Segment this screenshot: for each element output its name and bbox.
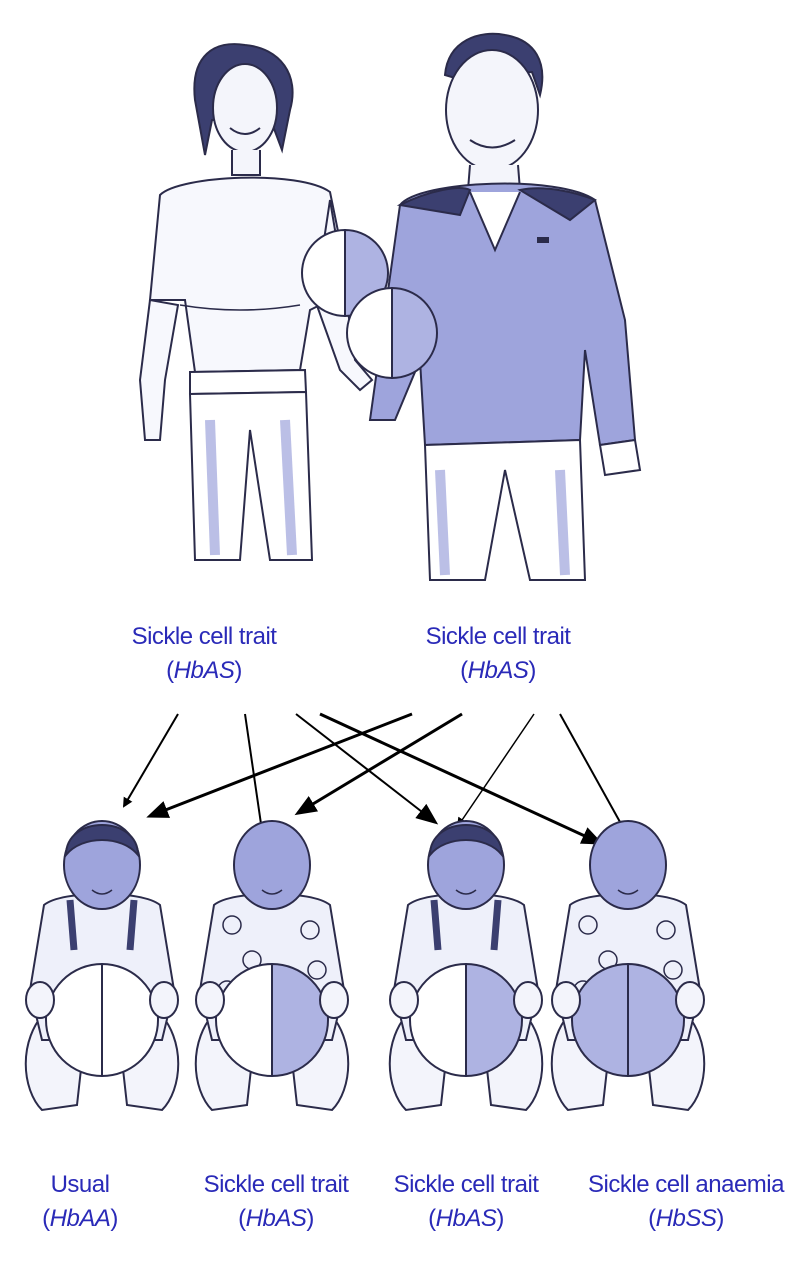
arrow-right-to-child1: [150, 714, 412, 816]
child4-trait: Sickle cell anaemia: [588, 1171, 784, 1198]
baby-2: [196, 821, 349, 1110]
child3-label: Sickle cell trait (HbAS): [368, 1168, 564, 1236]
child2-genotype: HbAS: [246, 1205, 307, 1232]
child3-trait: Sickle cell trait: [394, 1171, 539, 1198]
parent-left-label: Sickle cell trait (HbAS): [104, 620, 304, 688]
arrow-left-to-child3: [296, 714, 435, 822]
parent-left-trait: Sickle cell trait: [132, 623, 277, 650]
child4-genotype: HbSS: [656, 1205, 717, 1232]
child1-genotype: HbAA: [50, 1205, 111, 1232]
inheritance-arrows: [124, 714, 630, 872]
child2-trait: Sickle cell trait: [204, 1171, 349, 1198]
father-gene-circle: [347, 288, 437, 378]
parent-right-label: Sickle cell trait (HbAS): [398, 620, 598, 688]
child1-label: Usual (HbAA): [10, 1168, 150, 1236]
parent-right-trait: Sickle cell trait: [426, 623, 571, 650]
baby-4: [552, 821, 705, 1110]
arrow-right-to-child3: [458, 714, 534, 826]
child3-genotype: HbAS: [436, 1205, 497, 1232]
baby-1: [26, 821, 179, 1110]
parent-left-genotype: HbAS: [174, 657, 235, 684]
arrow-left-to-child1: [124, 714, 178, 806]
child1-trait: Usual: [51, 1171, 110, 1198]
child4-label: Sickle cell anaemia (HbSS): [568, 1168, 804, 1236]
baby-3: [390, 821, 543, 1110]
parent-right-genotype: HbAS: [468, 657, 529, 684]
arrow-right-to-child2: [298, 714, 462, 813]
child2-label: Sickle cell trait (HbAS): [178, 1168, 374, 1236]
